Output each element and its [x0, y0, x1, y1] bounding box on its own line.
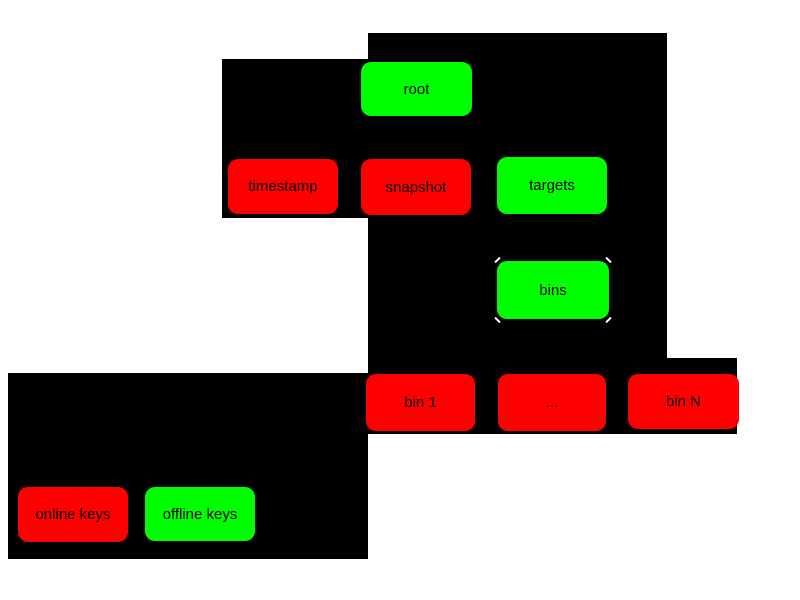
legend-online-keys[interactable]: online keys — [18, 487, 128, 542]
node-snapshot-label: snapshot — [385, 178, 447, 196]
node-bin-ellipsis-label: ... — [545, 394, 559, 411]
node-timestamp[interactable]: timestamp — [228, 159, 338, 214]
legend-offline-keys[interactable]: offline keys — [145, 487, 255, 541]
legend-online-keys-label: online keys — [35, 506, 111, 523]
node-timestamp-label: timestamp — [248, 178, 318, 195]
node-bin-1[interactable]: bin 1 — [366, 374, 475, 431]
node-targets[interactable]: targets — [497, 157, 607, 214]
node-bin-N[interactable]: bin N — [628, 374, 739, 429]
node-bin-N-label: bin N — [665, 393, 702, 410]
node-root[interactable]: root — [361, 62, 472, 116]
node-root-label: root — [403, 80, 430, 98]
legend-offline-keys-label: offline keys — [162, 505, 238, 523]
node-bins[interactable]: bins — [494, 256, 612, 324]
node-bins-label: bins — [539, 281, 567, 299]
node-bin-1-label: bin 1 — [404, 394, 437, 411]
node-targets-label: targets — [529, 177, 575, 194]
node-snapshot[interactable]: snapshot — [361, 159, 471, 215]
node-bin-ellipsis[interactable]: ... — [498, 374, 606, 431]
